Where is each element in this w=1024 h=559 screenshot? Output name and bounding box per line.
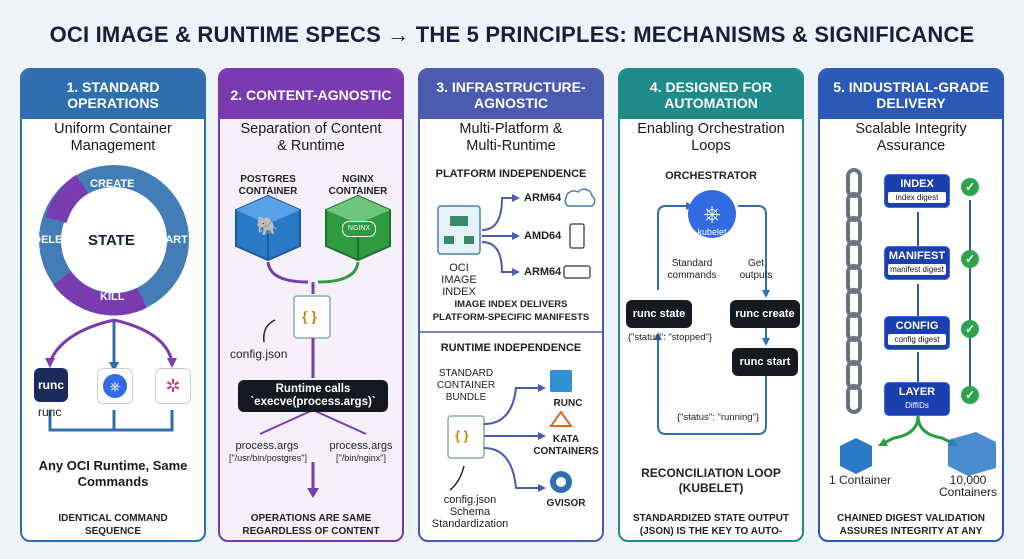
panel-subtitle: Enabling Orchestration Loops bbox=[637, 121, 785, 154]
arch-1: ARM64 bbox=[524, 192, 562, 204]
panel-automation: 4. DESIGNED FOR AUTOMATION Enabling Orch… bbox=[618, 68, 804, 542]
nginx-label: NGINX CONTAINER bbox=[328, 174, 388, 197]
kill-step: KILL bbox=[100, 291, 125, 303]
panel-footer: STANDARDIZED STATE OUTPUT (JSON) IS THE … bbox=[632, 513, 790, 540]
config-label: config.json bbox=[230, 347, 288, 361]
postgres-elephant-icon: 🐘 bbox=[256, 216, 279, 236]
orchestrator-label: ORCHESTRATOR bbox=[665, 170, 757, 182]
kubelet-label: kubelet bbox=[697, 227, 727, 237]
panel-subtitle: Uniform Container Management bbox=[54, 121, 172, 154]
platform-caption: IMAGE INDEX DELIVERS PLATFORM-SPECIFIC M… bbox=[432, 299, 590, 323]
check-icon: ✓ bbox=[961, 250, 979, 268]
digest-node-title: INDEX bbox=[900, 178, 934, 190]
args-right-value: ["/bin/nginx"] bbox=[336, 453, 386, 463]
digest-node-digest: index digest bbox=[888, 192, 946, 203]
panel-header: 1. STANDARD OPERATIONS bbox=[22, 70, 204, 119]
page-title: OCI IMAGE & RUNTIME SPECS → THE 5 PRINCI… bbox=[49, 22, 975, 47]
runc-icon: runc bbox=[34, 368, 68, 402]
check-icon: ✓ bbox=[961, 320, 979, 338]
delete-step: DELETE bbox=[33, 234, 77, 246]
status-running: {"status": "running"} bbox=[672, 412, 764, 424]
execve-text: `execve(process.args)` bbox=[250, 396, 376, 408]
infrastructure-diagram bbox=[420, 188, 602, 493]
json-file-icon: { } bbox=[302, 308, 317, 324]
state-label: STATE bbox=[88, 232, 135, 249]
runc-state-button[interactable]: runc state bbox=[626, 300, 692, 328]
digest-node-manifest: MANIFEST manifest digest bbox=[884, 246, 950, 280]
runtime-calls-text: Runtime calls bbox=[275, 383, 351, 395]
panel-infrastructure-agnostic: 3. INFRASTRUCTURE-AGNOSTIC Multi-Platfor… bbox=[418, 68, 604, 542]
panel-footer: IDENTICAL COMMAND SEQUENCE bbox=[58, 513, 168, 537]
runc-icon-text: runc bbox=[37, 378, 64, 392]
digest-node-title: MANIFEST bbox=[888, 250, 946, 262]
digest-node-digest: manifest digest bbox=[888, 264, 946, 275]
runc-label: runc bbox=[38, 405, 62, 419]
digest-node-index: INDEX index digest bbox=[884, 174, 950, 208]
panel-content-agnostic: 2. CONTENT-AGNOSTIC Separation of Conten… bbox=[218, 68, 404, 542]
schema-label: config.json Schema Standardization bbox=[431, 494, 509, 530]
panel-header: 3. INFRASTRUCTURE-AGNOSTIC bbox=[420, 70, 602, 119]
loop-label: RECONCILIATION LOOP (KUBELET) bbox=[641, 466, 781, 495]
digest-node-title: CONFIG bbox=[895, 320, 939, 332]
runc-create-button[interactable]: runc create bbox=[730, 300, 800, 328]
runtime-title: RUNTIME INDEPENDENCE bbox=[440, 342, 582, 354]
digest-node-digest: config digest bbox=[888, 334, 946, 345]
digest-node-layer: LAYER DiffIDs bbox=[884, 382, 950, 416]
create-step: CREATE bbox=[90, 178, 135, 190]
args-left-label: process.args bbox=[235, 440, 299, 452]
content-diagram bbox=[235, 194, 391, 498]
platform-title: PLATFORM INDEPENDENCE bbox=[435, 168, 587, 180]
panel-subtitle: Scalable Integrity Assurance bbox=[855, 121, 967, 154]
arch-3: ARM64 bbox=[524, 266, 562, 278]
runc-start-button[interactable]: runc start bbox=[732, 348, 798, 376]
arch-2: AMD64 bbox=[524, 230, 562, 242]
runtime-gvisor: GVISOR bbox=[546, 498, 586, 509]
panel-standard-operations: 1. STANDARD OPERATIONS Uniform Container… bbox=[20, 68, 206, 542]
check-icon: ✓ bbox=[961, 178, 979, 196]
panel-header: 4. DESIGNED FOR AUTOMATION bbox=[620, 70, 802, 119]
nginx-badge: NGINX bbox=[342, 221, 376, 237]
panel-industrial-delivery: 5. INDUSTRIAL-GRADE DELIVERY Scalable In… bbox=[818, 68, 1004, 542]
lifecycle-diagram bbox=[39, 165, 189, 432]
kubernetes-icon: ⎈ bbox=[97, 368, 133, 404]
bundle-label: STANDARD CONTAINER BUNDLE bbox=[436, 368, 496, 403]
panel-footer: CHAINED DIGEST VALIDATION ASSURES INTEGR… bbox=[837, 513, 985, 540]
start-step: START bbox=[152, 234, 188, 246]
postgres-label: POSTGRES CONTAINER bbox=[238, 174, 298, 197]
panel-header: 5. INDUSTRIAL-GRADE DELIVERY bbox=[820, 70, 1002, 119]
get-outputs-label: Get outputs bbox=[739, 258, 773, 281]
panel-subtitle: Multi-Platform & Multi-Runtime bbox=[459, 121, 563, 154]
one-container-label: 1 Container bbox=[828, 473, 892, 487]
many-containers-label: 10,000 Containers bbox=[938, 473, 998, 499]
runtime-runc: RUNC bbox=[553, 398, 583, 409]
args-right-label: process.args bbox=[329, 440, 393, 452]
bundle-json-icon: { } bbox=[455, 428, 469, 443]
digest-node-title: LAYER bbox=[898, 386, 936, 398]
index-label: OCI IMAGE INDEX bbox=[441, 262, 477, 298]
args-left-value: ["/usr/bin/postgres"] bbox=[229, 453, 307, 463]
digest-node-config: CONFIG config digest bbox=[884, 316, 950, 350]
check-icon: ✓ bbox=[961, 386, 979, 404]
kubelet-icon: ⎈ bbox=[688, 190, 736, 238]
panel-header: 2. CONTENT-AGNOSTIC bbox=[220, 70, 402, 119]
runtime-calls-box: Runtime calls `execve(process.args)` bbox=[238, 380, 388, 412]
digest-node-digest: DiffIDs bbox=[905, 401, 929, 410]
runtime-kata: KATA CONTAINERS bbox=[533, 434, 599, 457]
digest-chain-diagram bbox=[840, 168, 996, 476]
runtime-caption: Any OCI Runtime, Same Commands bbox=[38, 458, 188, 489]
runtime-icon: ✲ bbox=[155, 368, 191, 404]
panel-footer: OPERATIONS ARE SAME REGARDLESS OF CONTEN… bbox=[242, 513, 380, 537]
standard-commands-label: Standard commands bbox=[667, 258, 717, 281]
panel-subtitle: Separation of Content & Runtime bbox=[240, 121, 382, 154]
status-stopped: {"status": "stopped"} bbox=[627, 332, 713, 343]
